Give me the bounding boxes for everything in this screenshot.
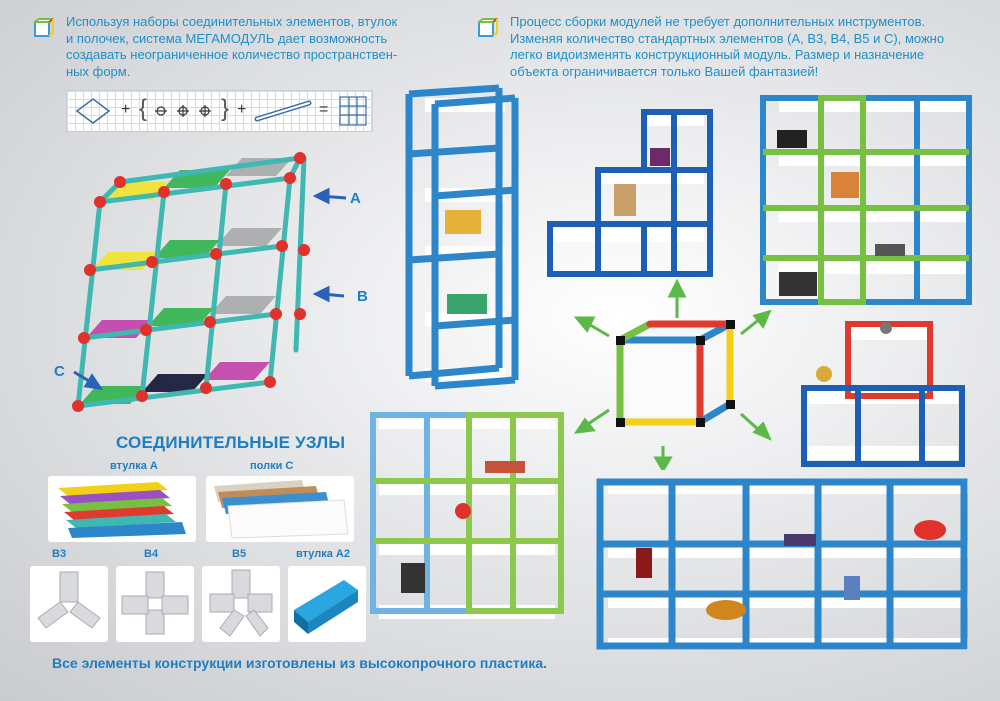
cube-icon bbox=[34, 18, 54, 37]
rack-icon bbox=[339, 96, 367, 126]
shelves-image bbox=[214, 480, 349, 539]
assembly-formula: + { } + = bbox=[66, 90, 373, 132]
connector-icon bbox=[155, 105, 211, 117]
single-cube-photo bbox=[616, 320, 735, 427]
structure-diagram bbox=[72, 152, 347, 412]
b5-photo bbox=[202, 566, 280, 642]
diagram-shelves bbox=[80, 158, 292, 404]
connector-b4-image bbox=[121, 571, 189, 635]
sleeve-a2-image bbox=[294, 580, 358, 634]
long-shelf-photo bbox=[596, 478, 968, 650]
tall-tower-photo bbox=[405, 84, 519, 390]
intro-left: Используя наборы соединительных элементо… bbox=[66, 14, 398, 79]
connector-b5-image bbox=[209, 569, 273, 637]
shelves-c-photo bbox=[206, 476, 354, 542]
diagram-arrows bbox=[73, 187, 347, 390]
label-a: A bbox=[350, 190, 361, 207]
label-sleeve-a2: втулка А2 bbox=[296, 548, 350, 560]
corner-shelf-photo bbox=[370, 412, 564, 619]
label-b4: В4 bbox=[144, 548, 159, 560]
label-sleeve-a: втулка А bbox=[110, 460, 158, 472]
sleeve-a-photo bbox=[48, 476, 196, 542]
expansion-arrows bbox=[573, 278, 772, 470]
intro-right: Процесс сборки модулей не требует дополн… bbox=[510, 14, 945, 79]
b3-photo bbox=[30, 566, 108, 642]
cube-icon bbox=[478, 18, 498, 37]
label-shelves-c: полки С bbox=[250, 460, 294, 472]
stair-shelf-photo bbox=[547, 109, 713, 277]
sleeves-image bbox=[58, 482, 186, 538]
sleeve-a2-photo bbox=[288, 566, 366, 642]
label-b: B bbox=[357, 288, 368, 305]
b4-photo bbox=[116, 566, 194, 642]
sleeve-icon bbox=[254, 100, 312, 122]
large-grid-photo bbox=[760, 95, 972, 305]
shelf-icon bbox=[75, 98, 111, 124]
label-b3: В3 bbox=[52, 548, 67, 560]
connector-b3-image bbox=[37, 571, 101, 629]
red-cube-shelf-photo bbox=[801, 321, 965, 467]
footer-note: Все элементы конструкции изготовлены из … bbox=[52, 655, 547, 671]
section-title: СОЕДИНИТЕЛЬНЫЕ УЗЛЫ bbox=[116, 433, 346, 452]
label-c: C bbox=[54, 363, 65, 380]
label-b5: В5 bbox=[232, 548, 247, 560]
diagram-connectors bbox=[72, 152, 310, 412]
